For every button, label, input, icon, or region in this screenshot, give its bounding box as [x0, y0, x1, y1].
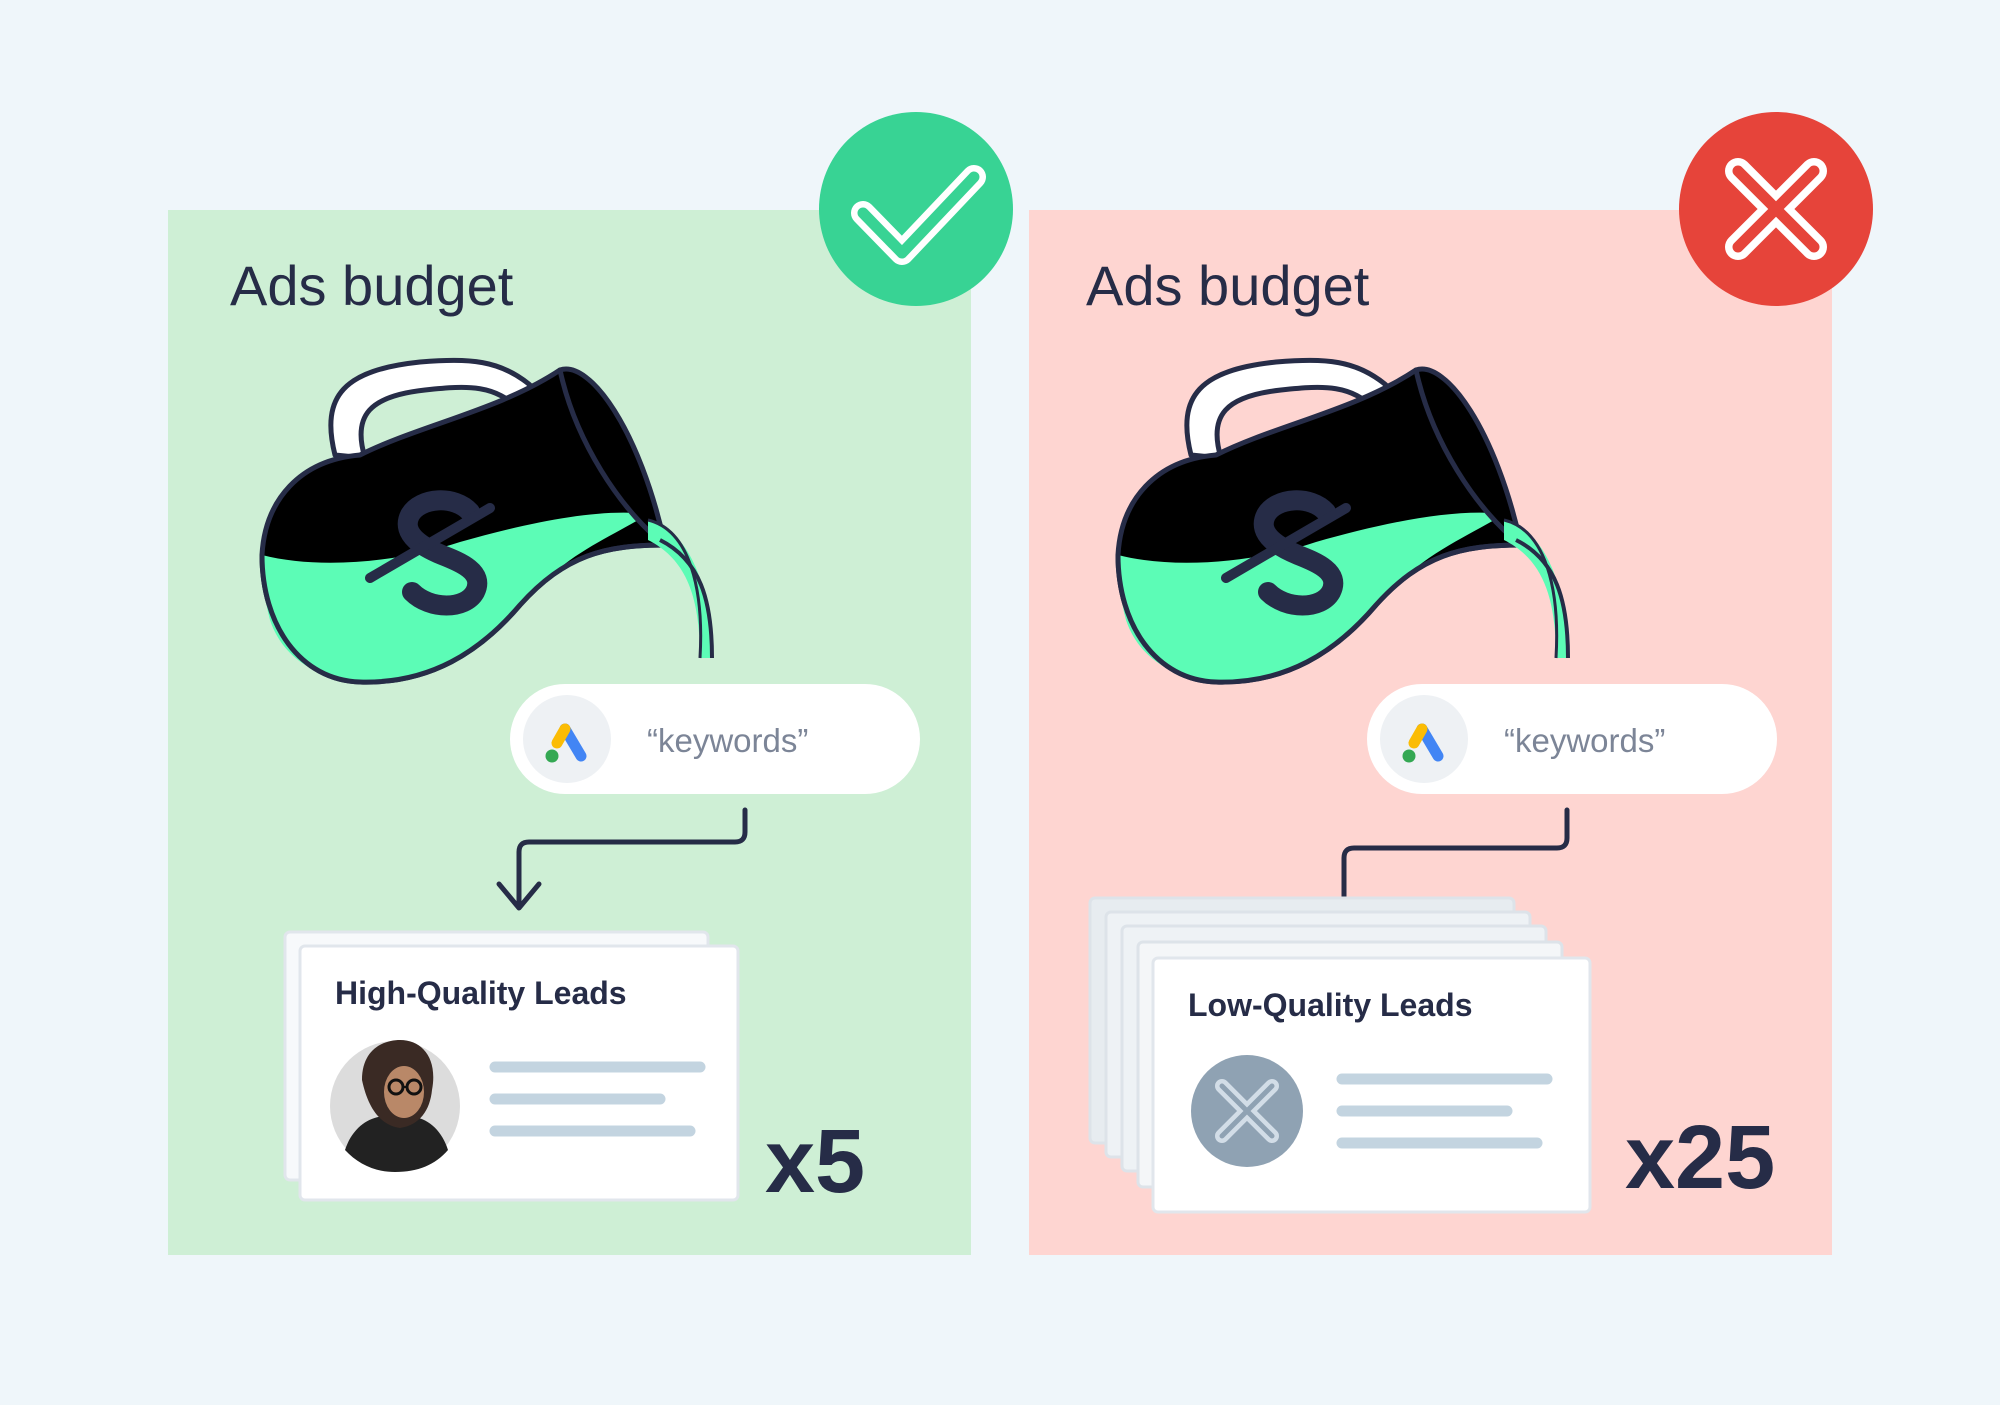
panel-title: Ads budget [1086, 254, 1370, 317]
keyword-chip: “keywords” [510, 684, 920, 794]
keyword-chip-label: “keywords” [1504, 722, 1665, 759]
x-icon [1215, 1079, 1279, 1143]
check-icon [851, 165, 986, 265]
lead-avatar [330, 1040, 460, 1172]
lead-card-title: Low-Quality Leads [1188, 987, 1472, 1023]
lead-card-title: High-Quality Leads [335, 975, 627, 1011]
panel-high-quality: Ads budget “keywords” High-Quality Leads [168, 112, 1013, 1255]
panel-low-quality: Ads budget “keywords” Low-Quality Leads [1029, 112, 1873, 1255]
reject-badge [1679, 112, 1873, 306]
lead-card-stack: Low-Quality Leads [1088, 896, 1592, 1214]
lead-multiplier: x5 [765, 1112, 865, 1212]
panel-title: Ads budget [230, 254, 514, 317]
keyword-chip: “keywords” [1367, 684, 1777, 794]
keyword-chip-label: “keywords” [647, 722, 808, 759]
lead-card-stack: High-Quality Leads [283, 930, 740, 1202]
rejected-avatar [1191, 1055, 1303, 1167]
flow-arrow-icon [496, 807, 748, 911]
x-icon [1725, 158, 1827, 260]
approve-badge [819, 112, 1013, 306]
lead-multiplier: x25 [1625, 1108, 1775, 1208]
